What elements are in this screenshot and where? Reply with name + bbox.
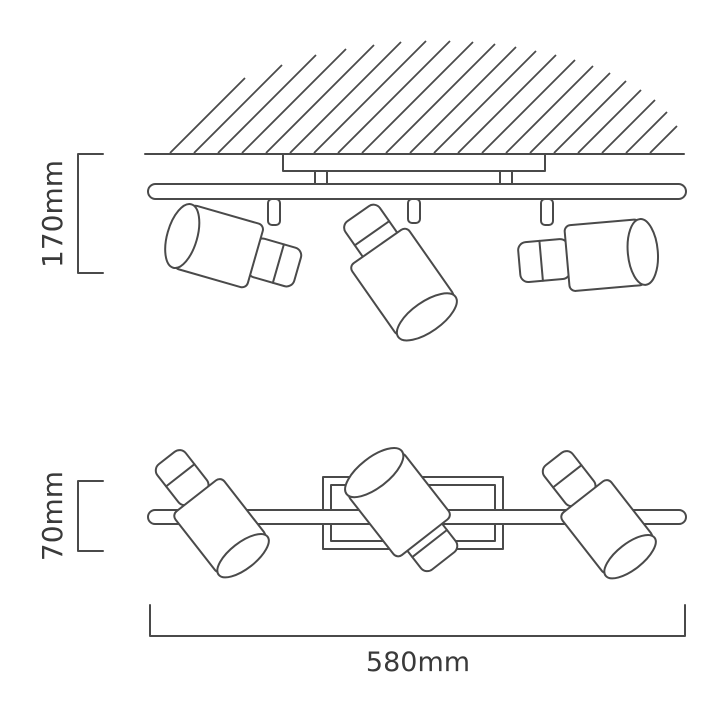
top-spotlight-right <box>541 450 657 580</box>
top-view: 70mm 580mm <box>36 447 687 678</box>
spot-stem-middle <box>407 198 421 224</box>
width-dimension-bracket <box>149 604 686 637</box>
spot-stem-left <box>267 198 281 226</box>
side-spotlight-left <box>164 203 303 289</box>
side-spotlight-middle <box>343 203 458 342</box>
side-main-bar <box>147 183 687 200</box>
width-dimension-label: 580mm <box>366 647 470 678</box>
spot-lens <box>216 533 270 579</box>
side-spotlight-right <box>517 218 659 292</box>
spot-lens <box>626 218 659 286</box>
spot-lens <box>603 534 657 580</box>
top-spotlight-middle <box>344 447 459 573</box>
spot-cap <box>517 238 572 284</box>
side-view: 170mm <box>36 40 687 342</box>
ceiling-hatching <box>169 40 678 154</box>
spot-stem-right <box>540 198 554 226</box>
ceiling-mounting-plate <box>282 153 546 172</box>
depth-dimension-label: 70mm <box>36 471 69 561</box>
spot-lens <box>344 447 405 499</box>
top-spotlight-left <box>154 449 270 579</box>
height-dimension-label: 170mm <box>36 160 69 268</box>
height-dimension-bracket <box>77 153 104 274</box>
depth-dimension-bracket <box>77 480 104 552</box>
spot-lens <box>164 203 201 270</box>
spot-lens <box>395 292 458 342</box>
